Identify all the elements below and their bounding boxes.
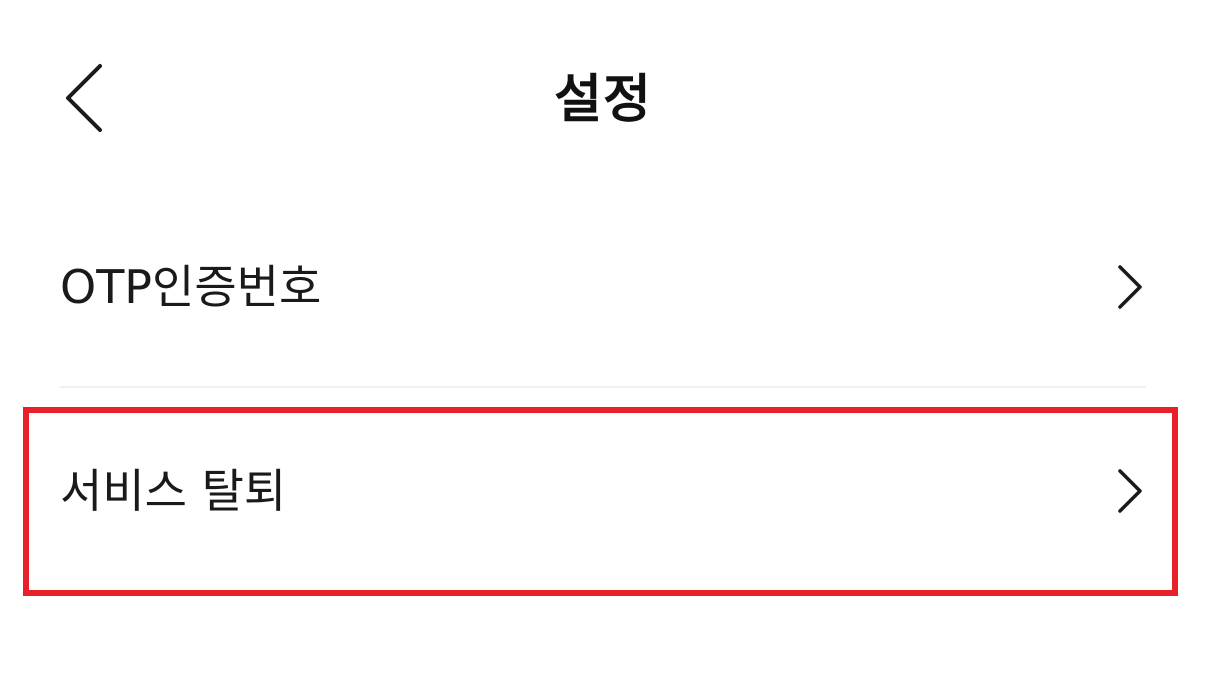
menu-item-otp[interactable]: OTP인증번호 — [0, 212, 1206, 362]
chevron-right-icon — [1110, 468, 1150, 514]
menu-item-label: 서비스 탈퇴 — [60, 464, 287, 518]
chevron-left-icon — [62, 63, 106, 137]
back-button[interactable] — [56, 62, 112, 138]
menu-item-withdraw[interactable]: 서비스 탈퇴 — [0, 416, 1206, 566]
page-title: 설정 — [554, 70, 652, 130]
menu-item-label: OTP인증번호 — [60, 260, 322, 314]
divider — [60, 386, 1146, 388]
header-bar: 설정 — [0, 40, 1206, 160]
chevron-right-icon — [1110, 264, 1150, 310]
